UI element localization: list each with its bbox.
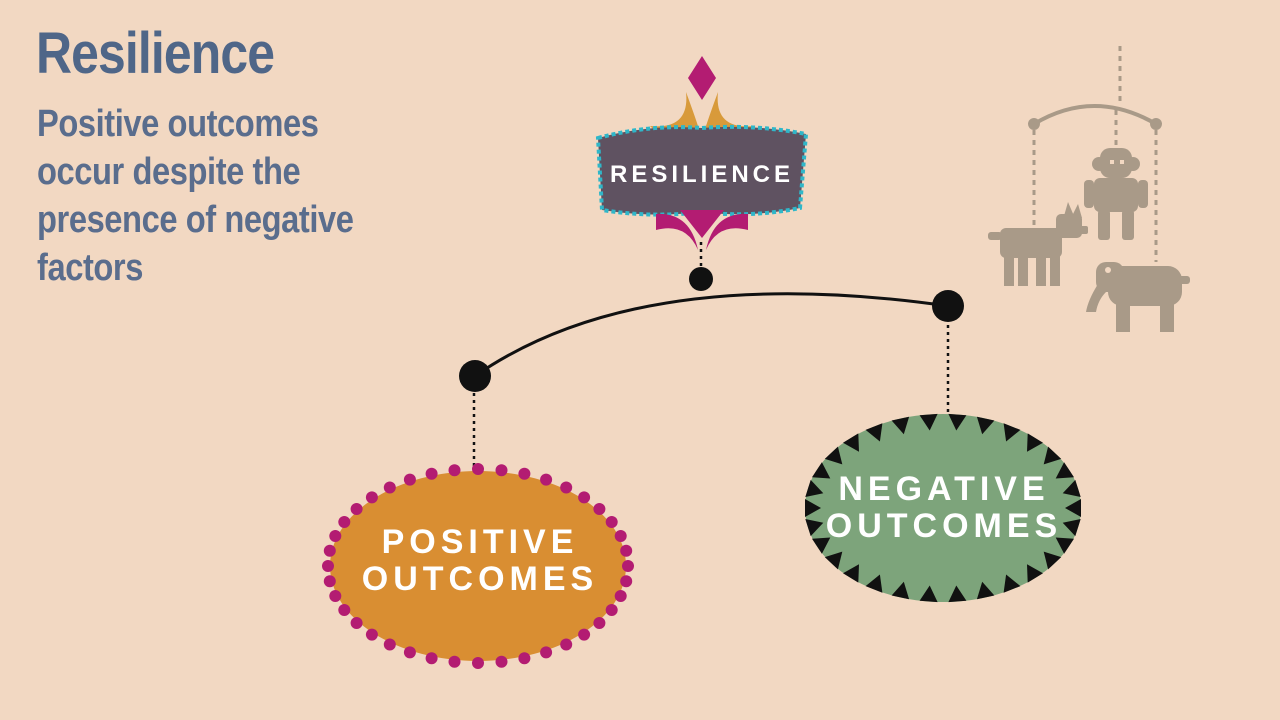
- dot-ring-bead: [323, 575, 336, 588]
- spike-ring-tooth: [891, 581, 910, 600]
- mobile-arc: [474, 292, 949, 378]
- elephant-icon: [1086, 262, 1190, 332]
- spike-ring-tooth: [919, 413, 938, 431]
- dot-ring-bead: [495, 464, 508, 477]
- dot-ring-bead: [350, 503, 363, 515]
- spike-ring-tooth: [1055, 537, 1074, 554]
- positive-label-line1: POSITIVE: [382, 523, 579, 561]
- spike-ring-tooth: [948, 585, 967, 603]
- spike-ring-tooth: [1043, 551, 1062, 570]
- magenta-ornament-left: [656, 213, 698, 250]
- dog-icon: [988, 202, 1088, 286]
- dot-ring-bead: [448, 464, 461, 477]
- negative-label-line2: OUTCOMES: [826, 507, 1062, 545]
- spike-ring-tooth: [1027, 564, 1043, 583]
- spike-ring-tooth: [1065, 499, 1081, 517]
- dot-ring-bead: [425, 652, 438, 665]
- resilience-label: RESILIENCE: [610, 161, 794, 188]
- spike-ring-tooth: [843, 433, 859, 452]
- spike-ring-tooth: [1062, 519, 1081, 537]
- dot-ring-bead: [540, 646, 553, 659]
- dot-ring-bead: [614, 530, 627, 542]
- dot-ring-bead: [322, 560, 334, 572]
- dot-ring-bead: [403, 473, 416, 486]
- dot-ring-bead: [605, 604, 618, 616]
- spike-ring-tooth: [1043, 446, 1062, 465]
- dot-ring-bead: [472, 463, 484, 475]
- spike-ring-tooth: [1055, 462, 1074, 479]
- dot-ring-bead: [403, 646, 416, 659]
- spike-ring-tooth: [976, 581, 995, 600]
- positive-label-line2: OUTCOMES: [362, 560, 598, 598]
- dot-ring-bead: [518, 467, 531, 480]
- dot-ring-bead: [605, 516, 618, 528]
- spike-ring-tooth: [1003, 574, 1021, 593]
- dot-ring-bead: [383, 481, 396, 494]
- dot-ring-bead: [620, 575, 633, 588]
- dot-ring-bead: [425, 467, 438, 480]
- dot-ring-bead: [560, 638, 573, 651]
- negative-outcomes-node: NEGATIVE OUTCOMES: [805, 413, 1081, 603]
- page-title: Resilience: [36, 21, 275, 86]
- spike-ring-tooth: [812, 537, 831, 554]
- spike-ring-tooth: [1003, 423, 1021, 442]
- dot-ring-bead: [383, 638, 396, 651]
- negative-label-line1: NEGATIVE: [838, 470, 1049, 508]
- spike-ring-tooth: [865, 423, 883, 442]
- pivot-center: [689, 267, 713, 291]
- dot-ring-bead: [518, 652, 531, 665]
- spike-ring-tooth: [976, 416, 995, 435]
- monkey-icon: [1084, 148, 1148, 240]
- spike-ring-tooth: [948, 413, 967, 431]
- dot-ring-bead: [365, 628, 378, 641]
- dot-ring-bead: [578, 491, 591, 504]
- resilience-node: RESILIENCE: [595, 124, 809, 217]
- dot-ring-bead: [338, 604, 351, 616]
- dot-ring-bead: [350, 617, 363, 629]
- negative-spike-ring: [805, 413, 1081, 603]
- spike-ring-tooth: [919, 585, 938, 603]
- dot-ring-bead: [329, 590, 342, 602]
- dot-ring-bead: [329, 530, 342, 542]
- positive-outcomes-node: POSITIVE OUTCOMES: [322, 463, 634, 669]
- spike-ring-tooth: [1062, 479, 1081, 497]
- dot-ring-bead: [578, 628, 591, 641]
- dot-ring-bead: [622, 560, 634, 572]
- pivot-right: [932, 290, 964, 322]
- dot-ring-bead: [365, 491, 378, 504]
- dot-ring-bead: [620, 544, 633, 557]
- dot-ring-bead: [593, 617, 606, 629]
- dot-ring-bead: [614, 590, 627, 602]
- page-subtitle: Positive outcomes occur despite the pres…: [37, 103, 354, 289]
- dot-ring-bead: [495, 655, 508, 668]
- spike-ring-tooth: [805, 519, 824, 537]
- spike-ring-tooth: [824, 551, 843, 570]
- spike-ring-tooth: [865, 574, 883, 593]
- spike-ring-tooth: [843, 564, 859, 583]
- spike-ring-tooth: [891, 416, 910, 435]
- spike-ring-tooth: [812, 462, 831, 479]
- dot-ring-bead: [560, 481, 573, 494]
- spike-ring-tooth: [805, 479, 824, 497]
- dot-ring-bead: [593, 503, 606, 515]
- diamond-icon: [688, 56, 716, 100]
- baby-mobile-icon: [988, 46, 1190, 332]
- magenta-ornament-right: [706, 213, 748, 250]
- dot-ring-bead: [338, 516, 351, 528]
- pivot-left: [459, 360, 491, 392]
- dot-ring-bead: [472, 657, 484, 669]
- spike-ring-tooth: [1027, 433, 1043, 452]
- dot-ring-bead: [540, 473, 553, 486]
- magenta-ornament-center: [680, 210, 724, 238]
- positive-dot-ring: [322, 463, 634, 669]
- spike-ring-tooth: [824, 446, 843, 465]
- dot-ring-bead: [448, 655, 461, 668]
- dot-ring-bead: [323, 544, 336, 557]
- spike-ring-tooth: [805, 499, 821, 517]
